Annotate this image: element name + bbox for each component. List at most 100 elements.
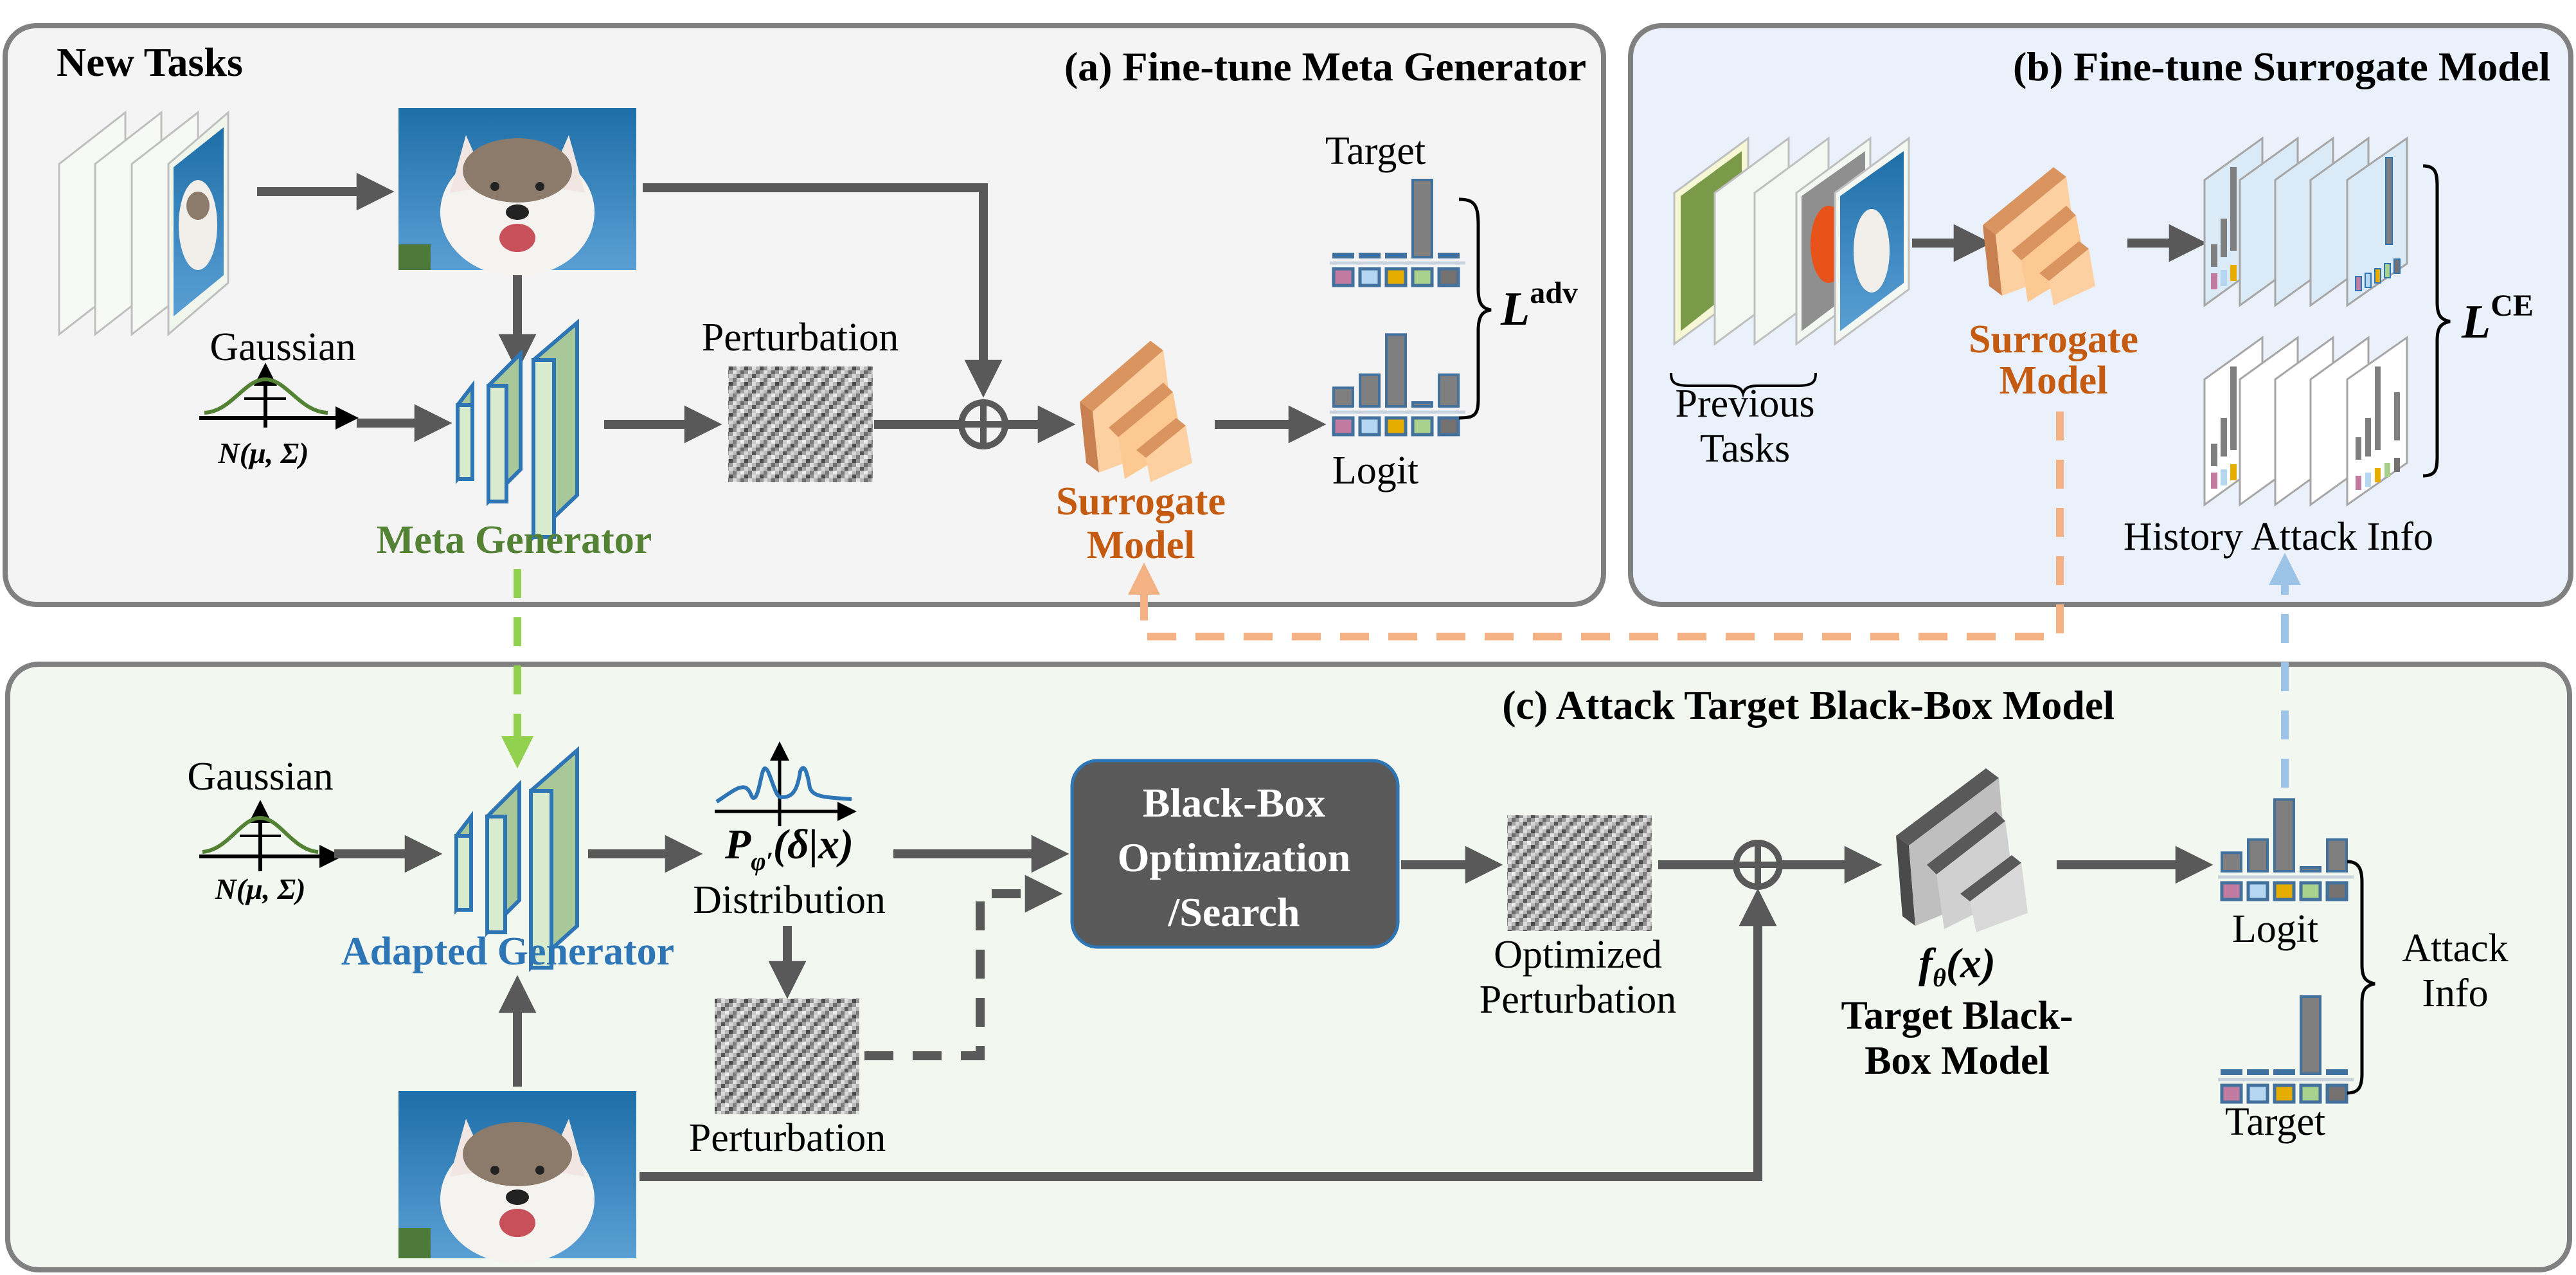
bar-2: [1385, 333, 1407, 408]
bar-0: [2221, 1069, 2242, 1075]
class-swatch-0: [2220, 1083, 2243, 1104]
meta-generator-label: Meta Generator: [377, 518, 652, 562]
class-swatch-4: [2325, 881, 2348, 901]
panel-a-title: (a) Fine-tune Meta Generator: [1064, 44, 1586, 89]
bar-3: [1411, 401, 1433, 408]
bar-1: [2247, 1069, 2269, 1075]
surrogate-model-icon-a: [1080, 341, 1192, 482]
loss-ce: LCE: [2461, 289, 2534, 348]
bar-2: [2273, 1069, 2295, 1075]
panel-c-title: (c) Attack Target Black-Box Model: [1502, 682, 2115, 728]
target-distribution-chart-a: [1330, 179, 1465, 287]
class-swatch-0: [1332, 267, 1355, 287]
target-distribution-chart-c: [2218, 995, 2354, 1104]
model-formula: fθ(x): [1919, 940, 1996, 992]
brace-icon-b: [2422, 164, 2451, 478]
surrogate-label-b-2: Model: [1999, 359, 2108, 402]
bar-2: [2273, 798, 2295, 873]
input-dog-image-c: [398, 1091, 636, 1263]
bar-4: [1438, 373, 1460, 408]
new-tasks-label: New Tasks: [57, 39, 243, 85]
history-targets-stack: [2203, 336, 2408, 507]
bar-3: [2300, 995, 2321, 1075]
bar-3: [2300, 866, 2321, 873]
class-swatch-3: [2299, 881, 2322, 901]
dog-thumbnail-icon: [174, 127, 224, 316]
blackbox-optimizer-box[interactable]: Black-Box Optimization /Search: [1070, 759, 1400, 949]
surrogate-sharing-link: [1127, 411, 2064, 640]
bar-4: [2326, 1069, 2348, 1075]
gaussian-curve-icon: [199, 363, 359, 430]
add-operator-icon-c: [1733, 840, 1783, 890]
panel-b-title: (b) Fine-tune Surrogate Model: [2013, 44, 2550, 89]
gaussian-label-c: Gaussian: [187, 755, 333, 799]
panel-attack-target: (c) Attack Target Black-Box Model Gaussi…: [5, 662, 2572, 1272]
optimizer-label-2: Optimization: [1118, 835, 1351, 880]
meta-generator-icon: [456, 318, 579, 542]
surrogate-label-b-1: Surrogate: [1969, 318, 2138, 361]
class-swatch-1: [1358, 416, 1381, 437]
attack-info-label-2: Info: [2422, 972, 2488, 1015]
bar-0: [2221, 851, 2242, 873]
class-swatch-2: [2273, 881, 2296, 901]
distribution-label: Distribution: [693, 878, 886, 922]
previous-tasks-label-2: Tasks: [1700, 427, 1790, 471]
target-model-label-2: Box Model: [1865, 1039, 2050, 1083]
dashed-feedback-arrow: [864, 874, 1063, 1060]
perturbation-label-a: Perturbation: [702, 316, 899, 359]
panel-fine-tune-surrogate: (b) Fine-tune Surrogate Model Previous T…: [1628, 23, 2573, 607]
add-operator-icon: [958, 399, 1008, 449]
logit-label-c: Logit: [2232, 907, 2318, 951]
optimizer-label-1: Black-Box: [1143, 780, 1325, 826]
panel-a-frame: [3, 23, 1606, 607]
surrogate-label-a-1: Surrogate: [1056, 480, 1226, 523]
class-swatch-3: [2299, 1083, 2322, 1104]
distribution-curve-icon: [715, 741, 857, 826]
input-dog-image: [398, 108, 636, 276]
class-swatch-0: [2220, 881, 2243, 901]
optimized-perturbation-noise: [1507, 815, 1652, 931]
perturbation-noise-c: [715, 999, 859, 1114]
previous-tasks-label-1: Previous: [1676, 382, 1815, 426]
class-swatch-3: [1411, 267, 1434, 287]
loss-adv: Ladv: [1500, 276, 1578, 336]
class-swatch-2: [2273, 1083, 2296, 1104]
surrogate-label-a-2: Model: [1087, 523, 1195, 567]
bar-0: [1332, 386, 1354, 408]
target-model-label-1: Target Black-: [1841, 994, 2073, 1038]
history-attack-info-label: History Attack Info: [2124, 515, 2433, 559]
class-swatch-2: [1384, 267, 1408, 287]
new-tasks-stack: [58, 110, 229, 337]
optimizer-label-3: /Search: [1167, 889, 1300, 935]
class-swatch-0: [1332, 416, 1355, 437]
class-swatch-4: [2325, 1083, 2348, 1104]
class-swatch-1: [2246, 881, 2269, 901]
optimized-label-1: Optimized: [1494, 933, 1662, 977]
bar-1: [1359, 253, 1381, 258]
gaussian-curve-icon-c: [199, 800, 343, 871]
panel-fine-tune-meta-generator: New Tasks (a) Fine-tune Meta Generator: [3, 23, 1606, 607]
bar-1: [2247, 838, 2269, 873]
distribution-formula: Pφ′(δ|x): [724, 821, 854, 876]
class-swatch-1: [1358, 267, 1381, 287]
surrogate-model-icon-b: [1983, 167, 2095, 305]
class-swatch-3: [1411, 416, 1434, 437]
gaussian-label-a: Gaussian: [210, 325, 355, 369]
bar-1: [1359, 373, 1381, 408]
logit-label-a: Logit: [1332, 449, 1418, 493]
previous-tasks-stack: [1673, 136, 1910, 346]
bar-4: [2326, 838, 2348, 873]
class-swatch-4: [1437, 416, 1460, 437]
target-blackbox-model-icon: [1896, 768, 2028, 932]
logit-chart-a: [1330, 333, 1465, 437]
bar-0: [1332, 253, 1354, 258]
adapted-generator-icon: [454, 746, 579, 972]
class-swatch-2: [1384, 416, 1408, 437]
normal-dist-label-a: N(μ, Σ): [218, 437, 309, 469]
optimized-label-2: Perturbation: [1480, 978, 1677, 1022]
brace-icon-c: [2347, 860, 2375, 1095]
bar-4: [1438, 253, 1460, 258]
bar-3: [1411, 179, 1433, 258]
perturbation-label-c: Perturbation: [689, 1116, 886, 1160]
